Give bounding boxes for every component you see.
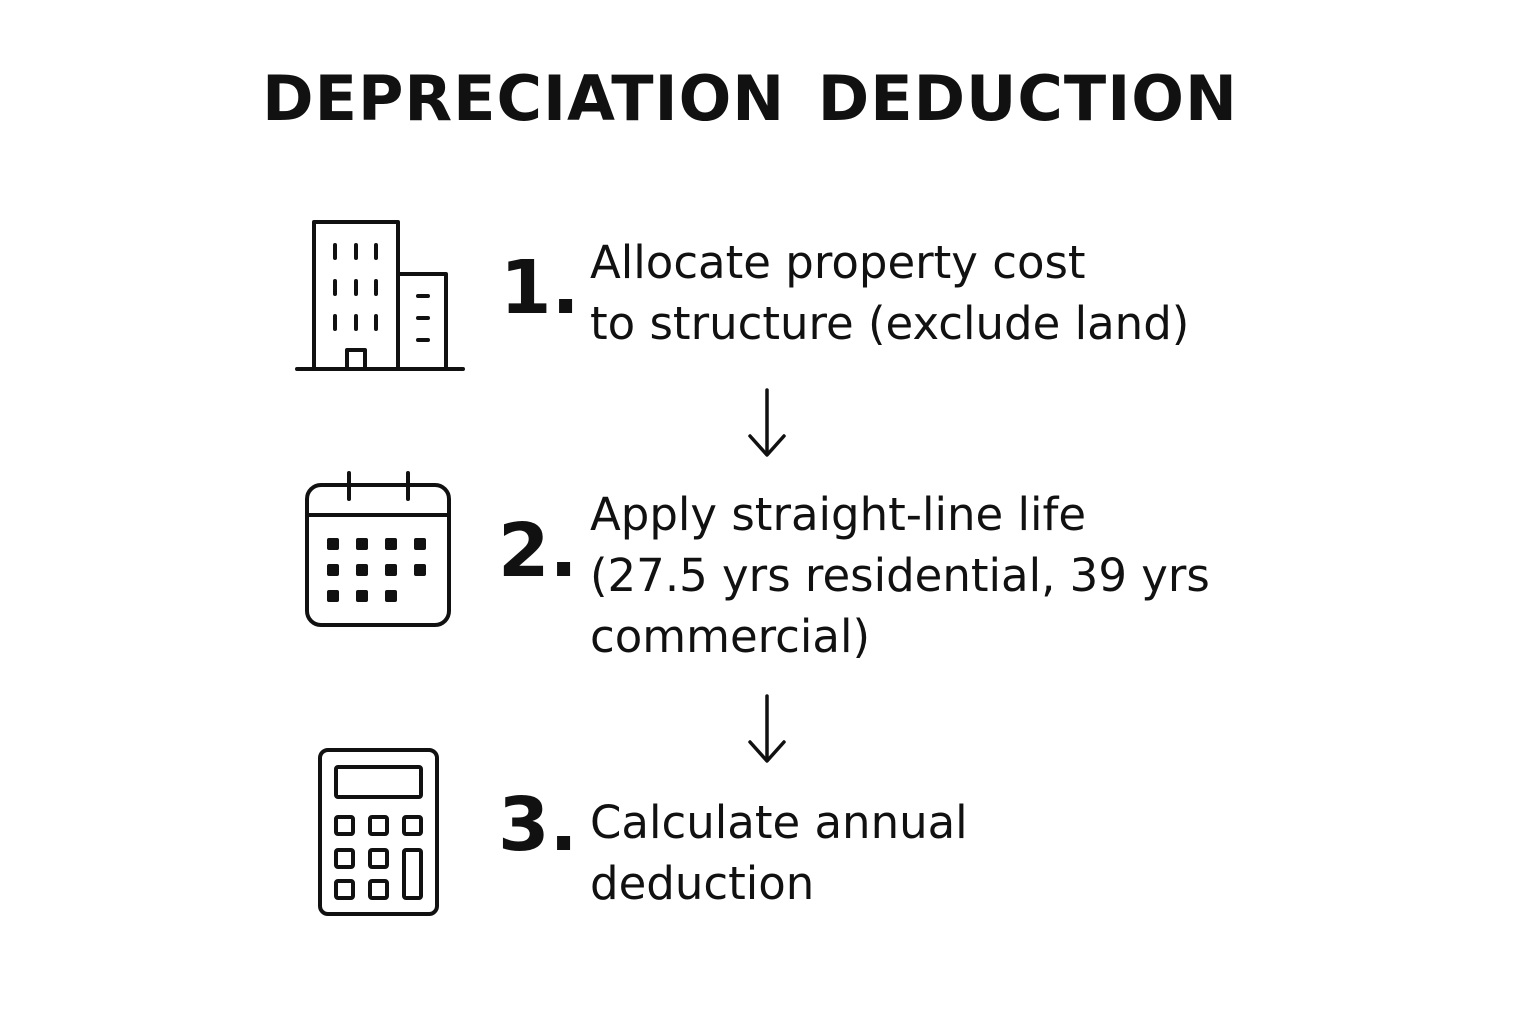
building-icon: [295, 220, 465, 371]
calculator-icon: [318, 748, 439, 916]
step-1-text: Allocate property cost to structure (exc…: [590, 232, 1290, 354]
step-3-line-2: deduction: [590, 857, 815, 910]
step-1-line-1: Allocate property cost: [590, 236, 1086, 289]
step-2-number: 2.: [498, 508, 578, 594]
step-2-text: Apply straight-line life (27.5 yrs resid…: [590, 484, 1290, 667]
down-arrow-icon: [748, 694, 786, 763]
step-3-line-1: Calculate annual: [590, 796, 968, 849]
step-1-number: 1.: [500, 245, 580, 331]
diagram-title: DEPRECIATION DEDUCTION: [262, 62, 1238, 135]
step-2-line-3: commercial): [590, 610, 871, 663]
step-1-line-2: to structure (exclude land): [590, 297, 1190, 350]
down-arrow-icon: [748, 388, 786, 457]
step-2-line-1: Apply straight-line life: [590, 488, 1087, 541]
step-3-text: Calculate annual deduction: [590, 792, 1290, 914]
step-2-line-2: (27.5 yrs residential, 39 yrs: [590, 549, 1210, 602]
step-3-number: 3.: [498, 782, 578, 868]
calendar-icon: [305, 471, 451, 627]
